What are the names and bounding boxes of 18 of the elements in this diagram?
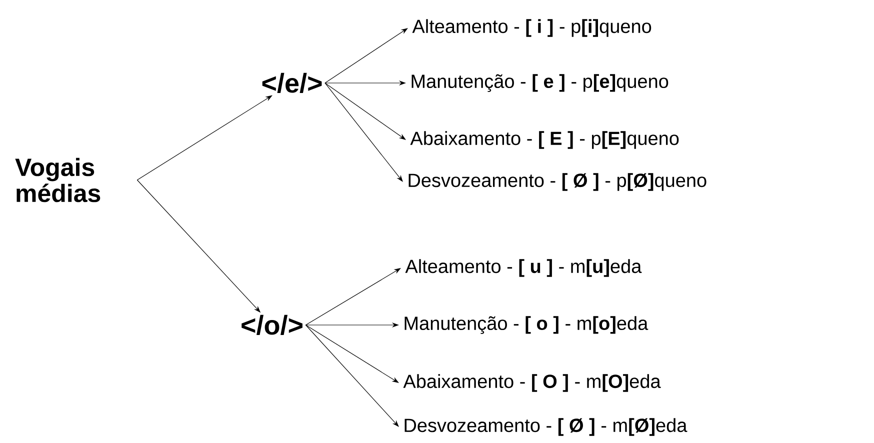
arrow: [136, 95, 272, 180]
arrow: [324, 28, 408, 84]
phoneme-label: </e/>: [262, 72, 322, 94]
variant-label: Alteamento - [ i ] - p[i]queno: [412, 19, 652, 37]
variant-label: Desvozeamento - [ Ø ] - p[Ø]queno: [408, 173, 706, 191]
variant-label: Manutenção - [ o ] - m[o]eda: [404, 316, 648, 334]
arrow: [305, 324, 399, 427]
phoneme-label: </o/>: [242, 314, 302, 336]
variant-label: Alteamento - [ u ] - m[u]eda: [405, 259, 642, 277]
arrow: [324, 82, 406, 140]
variant-label: Abaixamento - [ E ] - p[E]queno: [410, 131, 679, 149]
variant-label: Abaixamento - [ O ] - m[O]eda: [403, 374, 661, 392]
arrow: [324, 82, 403, 182]
variant-label: Desvozeamento - [ Ø ] - m[Ø]eda: [404, 418, 688, 436]
arrow: [305, 324, 399, 383]
category-label: Vogais médias: [15, 158, 100, 202]
variant-label: Manutenção - [ e ] - p[e]queno: [412, 74, 668, 92]
arrow: [305, 268, 401, 326]
